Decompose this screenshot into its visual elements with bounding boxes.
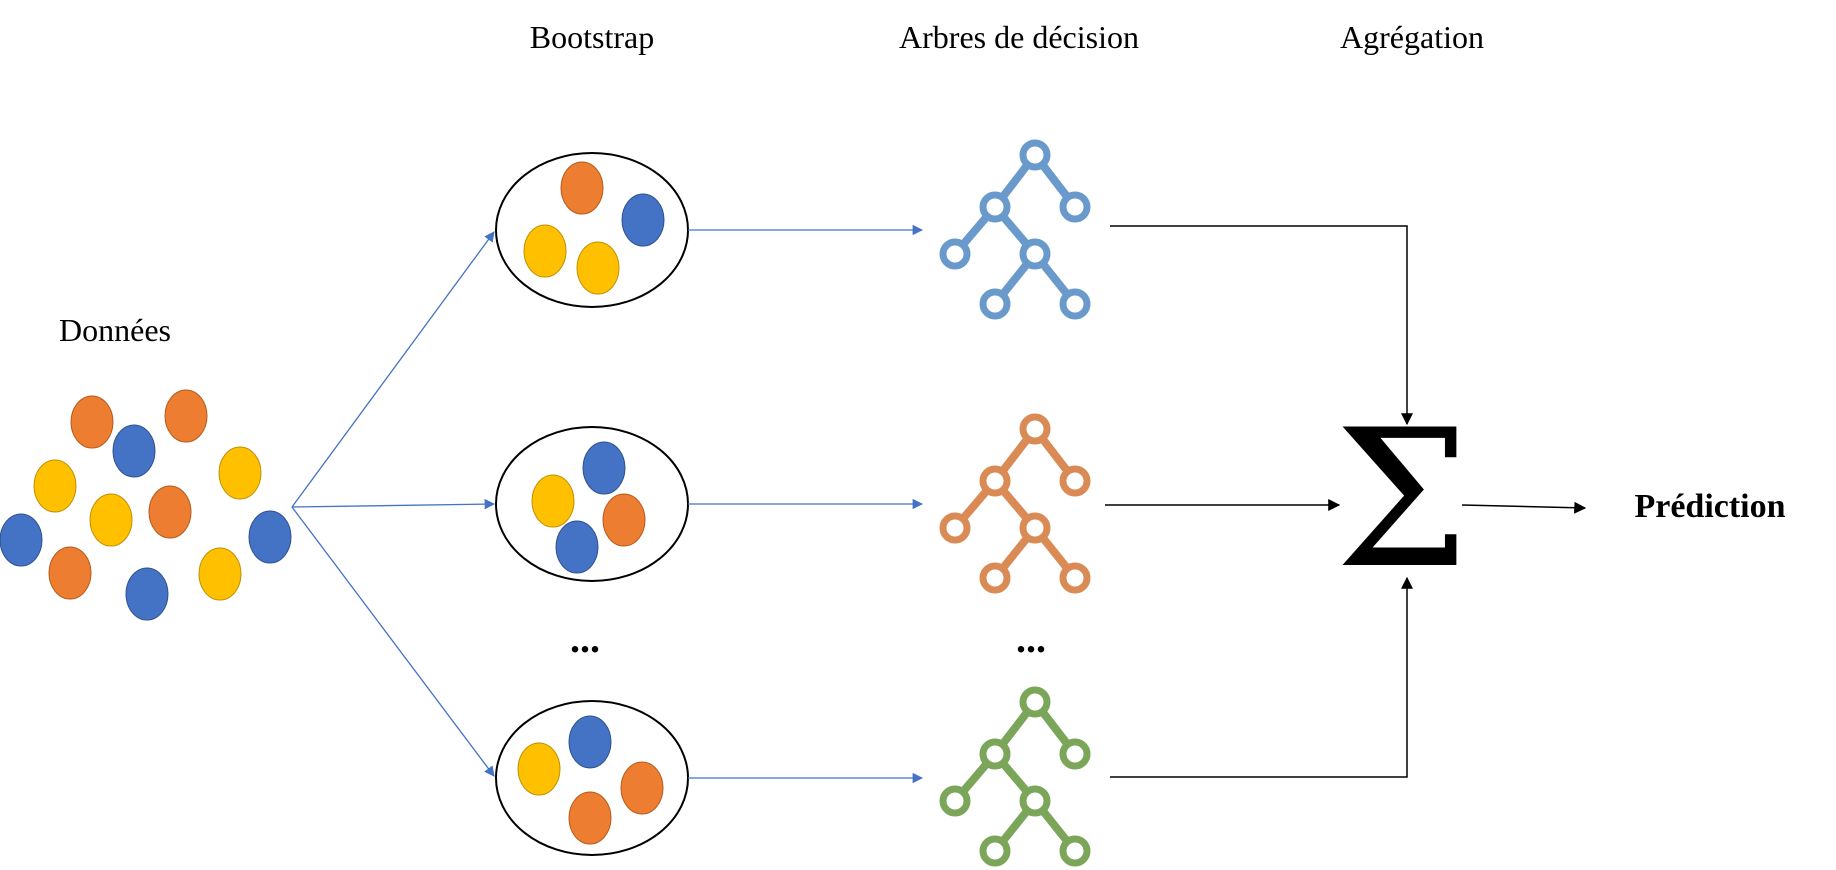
- tree-node: [1059, 738, 1091, 770]
- tree-node: [939, 238, 971, 270]
- decision-tree-1: [939, 139, 1091, 320]
- tree-node: [1019, 512, 1051, 544]
- decision-tree-2: [939, 413, 1091, 594]
- tree-to-aggregation-arrows: [1105, 225, 1587, 778]
- sample-point: [602, 493, 646, 547]
- tree-node: [1019, 413, 1051, 445]
- sample-point: [517, 742, 561, 796]
- arrow-to-sample-2: [291, 498, 496, 510]
- tree-node: [1059, 288, 1091, 320]
- label-prediction: Prédiction: [1634, 488, 1785, 525]
- data-point: [0, 513, 43, 567]
- arrow-to-sample-1: [291, 231, 495, 508]
- sample-point: [621, 193, 665, 247]
- tree-node: [1059, 465, 1091, 497]
- sample-to-tree-arrows: [688, 224, 924, 784]
- sample-point: [620, 761, 664, 815]
- decision-tree-3: [939, 686, 1091, 867]
- data-point: [70, 395, 114, 449]
- tree-node: [1059, 835, 1091, 867]
- tree-node: [1019, 785, 1051, 817]
- data-point: [33, 459, 77, 513]
- tree-node: [979, 288, 1011, 320]
- bootstrap-sample-2: [495, 426, 689, 582]
- sample-point: [568, 791, 612, 845]
- tree-node: [939, 785, 971, 817]
- tree-node: [1019, 686, 1051, 718]
- tree-node: [979, 191, 1011, 223]
- arrow-tree3-to-sigma: [1110, 576, 1413, 778]
- data-point: [48, 546, 92, 600]
- data-point: [248, 510, 292, 564]
- data-to-bootstrap-arrows: [291, 231, 496, 777]
- bootstrap-samples: [495, 152, 689, 856]
- tree-node: [979, 562, 1011, 594]
- header-trees: Arbres de décision: [899, 19, 1139, 55]
- arrow-tree1-to-sigma: [1110, 225, 1413, 426]
- sigma-aggregation-symbol: Σ: [1335, 389, 1469, 610]
- trees-ellipsis: ...: [1016, 616, 1046, 661]
- data-point: [89, 493, 133, 547]
- tree-node: [939, 512, 971, 544]
- label-data: Données: [59, 312, 171, 348]
- arrow-sigma-to-prediction: [1461, 501, 1587, 514]
- data-point: [218, 446, 262, 500]
- header-bootstrap: Bootstrap: [530, 19, 654, 55]
- bootstrap-sample-3: [495, 700, 689, 856]
- tree-node: [979, 465, 1011, 497]
- data-cloud: [0, 389, 292, 621]
- data-point: [148, 485, 192, 539]
- data-point: [125, 567, 169, 621]
- sample-point: [582, 441, 626, 495]
- sample-point: [568, 715, 612, 769]
- header-aggregation: Agrégation: [1340, 19, 1484, 55]
- sample-point: [560, 161, 604, 215]
- sample-point: [555, 520, 599, 574]
- sample-point: [523, 224, 567, 278]
- tree-node: [1019, 238, 1051, 270]
- data-point: [164, 389, 208, 443]
- data-point: [198, 547, 242, 601]
- bootstrap-sample-1: [495, 152, 689, 308]
- sample-point: [531, 474, 575, 528]
- tree-node: [979, 738, 1011, 770]
- tree-node: [1019, 139, 1051, 171]
- tree-node: [1059, 562, 1091, 594]
- tree-node: [1059, 191, 1091, 223]
- bootstrap-ellipsis: ...: [570, 616, 600, 661]
- data-point: [112, 424, 156, 478]
- arrow-to-sample-3: [291, 506, 495, 777]
- tree-node: [979, 835, 1011, 867]
- sample-point: [576, 241, 620, 295]
- decision-trees: [939, 139, 1091, 867]
